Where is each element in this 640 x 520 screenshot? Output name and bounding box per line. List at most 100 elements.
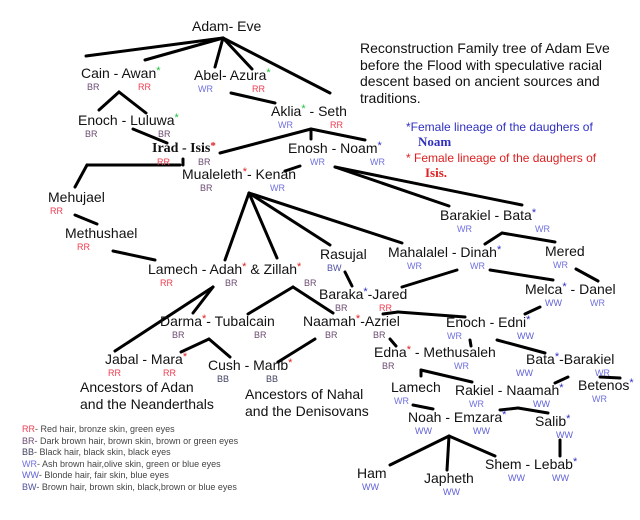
person-name: Edna bbox=[374, 344, 407, 360]
line bbox=[500, 231, 557, 244]
lineage-star-icon: * bbox=[297, 261, 302, 273]
line bbox=[218, 127, 313, 155]
line bbox=[498, 406, 520, 412]
line bbox=[84, 36, 225, 58]
note-noam-lineage: *Female lineage of the daughers of bbox=[406, 120, 593, 134]
person-node: Betenos* bbox=[578, 378, 634, 393]
person-node: Mualeleth*- Kenan bbox=[182, 167, 296, 182]
lineage-star-icon: * bbox=[406, 344, 411, 356]
line bbox=[229, 91, 277, 105]
legend-code: WR bbox=[22, 458, 37, 469]
descent-code: WR bbox=[535, 224, 550, 234]
lineage-star-icon: * bbox=[502, 409, 507, 421]
diagram-title: Reconstruction Family tree of Adam Eve b… bbox=[360, 40, 610, 106]
lineage-star-icon: * bbox=[301, 103, 306, 115]
legend-code: WW bbox=[22, 470, 39, 481]
line bbox=[223, 191, 251, 262]
person-name: Mualeleth bbox=[182, 166, 243, 182]
person-name: Abel- Azura bbox=[194, 67, 267, 83]
lineage-star-icon: * bbox=[156, 65, 161, 77]
person-name: Japheth bbox=[424, 470, 474, 486]
person-node: Rakiel - Naamah* bbox=[455, 383, 564, 398]
lineage-star-icon: * bbox=[377, 140, 382, 152]
lineage-star-icon: * bbox=[572, 456, 578, 468]
descent-code: WR bbox=[278, 120, 293, 130]
ancestors-line: and the Neanderthals bbox=[80, 396, 214, 412]
person-name: Salib bbox=[535, 413, 567, 429]
descent-code: WR bbox=[370, 157, 385, 167]
person-node: Mehujael bbox=[48, 190, 105, 205]
line bbox=[247, 191, 332, 247]
descent-code: RR bbox=[50, 206, 63, 216]
line bbox=[574, 267, 600, 283]
person-name: Jabal - Mara bbox=[105, 351, 183, 367]
person-name: Methushael bbox=[65, 225, 138, 241]
lineage-star-icon: * bbox=[202, 313, 207, 325]
legend-row: BR- Dark brown hair, brown skin, brown o… bbox=[22, 436, 238, 448]
legend-text: - Red hair, bronze skin, green eyes bbox=[35, 424, 175, 434]
person-node: Japheth bbox=[424, 471, 474, 486]
line bbox=[179, 337, 211, 354]
line bbox=[419, 368, 474, 384]
line bbox=[97, 90, 121, 112]
person-name: - Tubalcain bbox=[206, 313, 275, 329]
person-name: Mahalalel - Dinah bbox=[388, 244, 497, 260]
person-node: Adam- Eve bbox=[192, 19, 261, 34]
descent-code: WR bbox=[454, 361, 469, 371]
descent-code: RR bbox=[163, 368, 176, 378]
person-node: Enosh - Noam* bbox=[288, 141, 382, 156]
descent-code: BB bbox=[266, 374, 279, 384]
line bbox=[291, 285, 335, 315]
descent-code: WR bbox=[407, 261, 422, 271]
legend-row: BB- Black hair, black skin, black eyes bbox=[22, 447, 238, 459]
descent-code: WW bbox=[508, 473, 525, 483]
person-name: Baraka bbox=[319, 286, 364, 302]
line bbox=[523, 305, 542, 316]
lineage-star-icon: * bbox=[355, 313, 361, 325]
descent-code: RR bbox=[157, 157, 170, 167]
legend-row: RR- Red hair, bronze skin, green eyes bbox=[22, 424, 238, 436]
person-name: Naamah bbox=[303, 313, 356, 329]
line bbox=[247, 191, 404, 245]
person-name: Mehujael bbox=[48, 189, 105, 205]
person-name: Mered bbox=[545, 243, 585, 259]
descent-code: BR bbox=[254, 330, 267, 340]
line bbox=[113, 285, 215, 353]
line bbox=[221, 36, 254, 71]
person-name: Melca bbox=[525, 281, 563, 297]
person-name: Adam- Eve bbox=[192, 18, 262, 34]
descent-code: RR bbox=[330, 120, 343, 130]
descent-code: BR bbox=[335, 303, 348, 313]
line bbox=[131, 127, 169, 145]
person-name: Bata bbox=[526, 351, 555, 367]
person-name: Barakiel - Bata bbox=[440, 207, 532, 223]
note-noam-name: Noam bbox=[418, 134, 452, 149]
lineage-star-icon: * bbox=[288, 357, 293, 369]
line bbox=[246, 285, 295, 316]
descent-code: WR bbox=[590, 298, 605, 308]
person-name: Shem - Lebab bbox=[485, 456, 573, 472]
descent-code: RR bbox=[108, 368, 121, 378]
person-name: Rakiel - Naamah bbox=[455, 382, 560, 398]
person-name: Enoch - Edni bbox=[446, 314, 527, 330]
lineage-star-icon: * bbox=[559, 382, 564, 394]
legend-text: - Ash brown hair,olive skin, green or bl… bbox=[37, 458, 221, 469]
person-node: Methushael bbox=[65, 226, 137, 241]
descent-code: WR bbox=[447, 331, 462, 341]
descent-code: BR bbox=[325, 330, 338, 340]
person-name: & Zillah bbox=[246, 261, 298, 277]
descent-code: BR bbox=[382, 361, 395, 371]
descent-code: RR bbox=[77, 242, 90, 252]
person-node: Naamah*-Azriel bbox=[303, 314, 400, 329]
person-name: Ham bbox=[357, 465, 387, 481]
person-name: Irad - Isis bbox=[152, 141, 211, 156]
person-name: Lamech bbox=[391, 379, 441, 395]
person-node: Melca* - Danel bbox=[525, 282, 616, 297]
line bbox=[333, 165, 451, 208]
legend-code: BW bbox=[22, 481, 37, 492]
person-node: Rasujal bbox=[320, 247, 367, 262]
lineage-star-icon: * bbox=[531, 207, 537, 219]
person-node: Enoch - Luluwa* bbox=[78, 113, 179, 128]
descent-code: RR bbox=[138, 82, 151, 92]
